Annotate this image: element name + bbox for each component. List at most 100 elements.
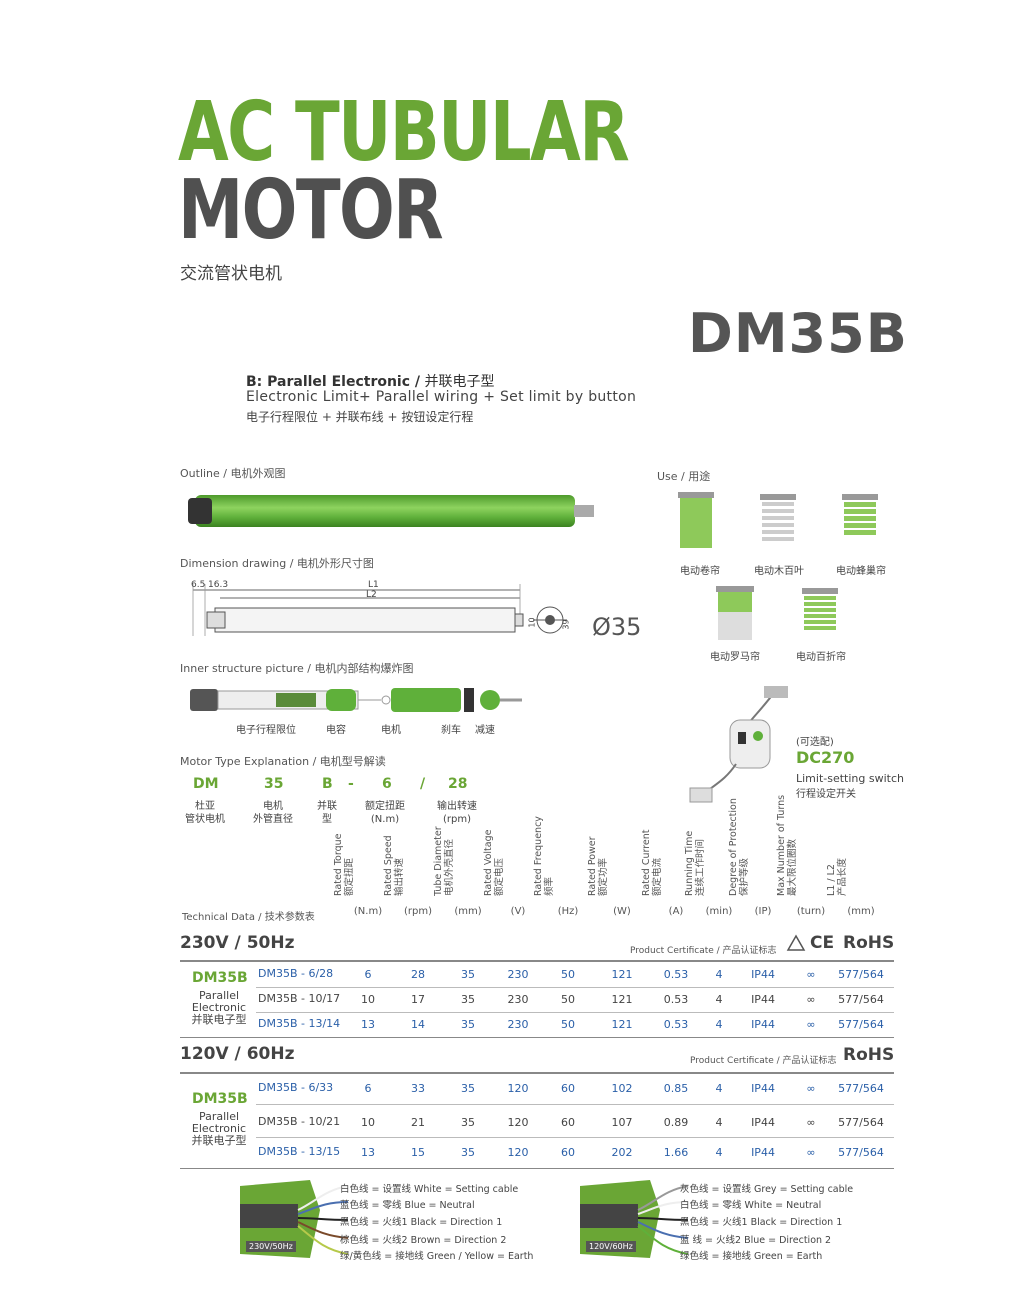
inner-part-motor: 电机 bbox=[381, 725, 401, 736]
type-label-torque-2: (N.m) bbox=[370, 814, 400, 825]
column-header-cn-9: 最大限位圈数 bbox=[787, 838, 798, 896]
intro-line2: Electronic Limit+ Parallel wiring + Set … bbox=[246, 389, 637, 405]
type-label-35: 电机外管直径 bbox=[238, 800, 308, 826]
intro-title: B: Parallel Electronic / 并联电子型 bbox=[246, 371, 494, 391]
roller-blind-image bbox=[678, 492, 714, 548]
type-label-speed: 输出转速(rpm) bbox=[422, 800, 492, 826]
table-cell: 121 bbox=[611, 993, 633, 1006]
table-cell: 15 bbox=[411, 1146, 425, 1159]
table-cell: 10 bbox=[361, 1116, 375, 1129]
type-label-35-2: 外管直径 bbox=[253, 814, 293, 825]
title-line2: MOTOR bbox=[178, 163, 444, 258]
table-cell: 17 bbox=[411, 993, 425, 1006]
table-row-model: DM35B - 6/28 bbox=[258, 967, 334, 980]
intro-title-cn: 并联电子型 bbox=[420, 374, 495, 390]
dim-39: 39 bbox=[561, 619, 571, 630]
type-code-slash: / bbox=[420, 776, 426, 792]
wire-230-4: 棕色线 = 火线2 Brown = Direction 2 bbox=[340, 1235, 507, 1246]
table-cell: IP44 bbox=[751, 1146, 775, 1159]
table-cell: ∞ bbox=[806, 1082, 816, 1095]
table-cell: 230 bbox=[507, 1018, 529, 1031]
column-unit-1: (rpm) bbox=[403, 906, 432, 917]
wire-230-3: 黑色线 = 火线1 Black = Direction 1 bbox=[340, 1217, 503, 1228]
table-cell: 21 bbox=[411, 1116, 425, 1129]
type-label-dm-2: 管状电机 bbox=[185, 814, 225, 825]
subtitle-cn: 交流管状电机 bbox=[180, 264, 282, 284]
column-header-cn-0: 额定扭距 bbox=[344, 857, 355, 896]
group1-cert-label: Product Certificate / 产品认证标志 bbox=[630, 946, 777, 956]
table-cell: ∞ bbox=[806, 993, 816, 1006]
column-header-en-4: Rated Frequency bbox=[533, 816, 544, 896]
table-row-model: DM35B - 6/33 bbox=[258, 1081, 334, 1094]
table-cell: ∞ bbox=[806, 1116, 816, 1129]
group2-voltage: 120V / 60Hz bbox=[180, 1044, 295, 1064]
wire-120-1: 灰色线 = 设置线 Grey = Setting cable bbox=[680, 1184, 854, 1195]
inner-structure-image bbox=[190, 688, 522, 712]
intro-line3: 电子行程限位 + 并联布线 + 按钮设定行程 bbox=[246, 410, 474, 424]
table-cell: 35 bbox=[461, 1116, 475, 1129]
column-header-en-8: Degree of Protection bbox=[728, 798, 739, 896]
inner-part-brake: 刹车 bbox=[441, 725, 461, 736]
table-cell: 577/564 bbox=[838, 968, 884, 981]
table-cell: 0.85 bbox=[663, 1082, 689, 1095]
use-honeycomb: 电动蜂巢帘 bbox=[836, 566, 886, 577]
use-pleated: 电动百折帘 bbox=[796, 652, 846, 663]
column-header-cn-2: 电机外壳直径 bbox=[444, 838, 455, 896]
column-unit-9: (turn) bbox=[796, 906, 826, 917]
table-cell: 60 bbox=[561, 1116, 575, 1129]
table-cell: 230 bbox=[507, 968, 529, 981]
table-cell: 120 bbox=[507, 1116, 529, 1129]
table-cell: 102 bbox=[611, 1082, 633, 1095]
table-cell: 50 bbox=[561, 993, 575, 1006]
table-row-model: DM35B - 10/21 bbox=[258, 1115, 341, 1128]
wire-120-5: 绿色线 = 接地线 Green = Earth bbox=[680, 1251, 823, 1262]
table-cell: 10 bbox=[361, 993, 375, 1006]
column-header-en-7: Running Time bbox=[684, 830, 695, 896]
table-cell: 230 bbox=[507, 993, 529, 1006]
type-label-speed-1: 输出转速 bbox=[437, 801, 477, 812]
table-cell: 0.53 bbox=[663, 968, 689, 981]
type-label-35-1: 电机 bbox=[263, 801, 283, 812]
table-cell: 33 bbox=[411, 1082, 425, 1095]
table-cell: 120 bbox=[507, 1146, 529, 1159]
inner-label: Inner structure picture / 电机内部结构爆炸图 bbox=[180, 662, 414, 675]
wiring-230v-image bbox=[240, 1180, 349, 1258]
table-cell: 28 bbox=[411, 968, 425, 981]
wire-230-1: 白色线 = 设置线 White = Setting cable bbox=[340, 1184, 519, 1195]
type-label-torque: 额定扭距(N.m) bbox=[350, 800, 420, 826]
column-header-en-10: L1 / L2 bbox=[826, 864, 837, 896]
column-header-cn-3: 额定电压 bbox=[494, 857, 505, 896]
table-cell: 35 bbox=[461, 1018, 475, 1031]
table-cell: 35 bbox=[461, 968, 475, 981]
table-cell: IP44 bbox=[751, 1116, 775, 1129]
table-cell: IP44 bbox=[751, 1082, 775, 1095]
column-unit-2: (mm) bbox=[454, 906, 482, 917]
group1-divider bbox=[180, 960, 894, 962]
table-cell: 577/564 bbox=[838, 993, 884, 1006]
table-cell: 6 bbox=[364, 968, 372, 981]
table-cell: IP44 bbox=[751, 1018, 775, 1031]
table-cell: 50 bbox=[561, 968, 575, 981]
use-roman: 电动罗马帘 bbox=[710, 652, 760, 663]
use-label: Use / 用途 bbox=[657, 470, 711, 483]
column-header-cn-8: 保护等级 bbox=[739, 857, 750, 896]
table-cell: IP44 bbox=[751, 968, 775, 981]
type-code-dash: - bbox=[348, 776, 354, 792]
table-cell: 35 bbox=[461, 1146, 475, 1159]
table-cell: ∞ bbox=[806, 1146, 816, 1159]
column-unit-0: (N.m) bbox=[353, 906, 383, 917]
column-unit-7: (min) bbox=[705, 906, 733, 917]
inner-part-gear: 减速 bbox=[475, 725, 495, 736]
motor-shaft-image bbox=[574, 505, 594, 517]
table-cell: 4 bbox=[715, 993, 723, 1006]
table-cell: 577/564 bbox=[838, 1018, 884, 1031]
